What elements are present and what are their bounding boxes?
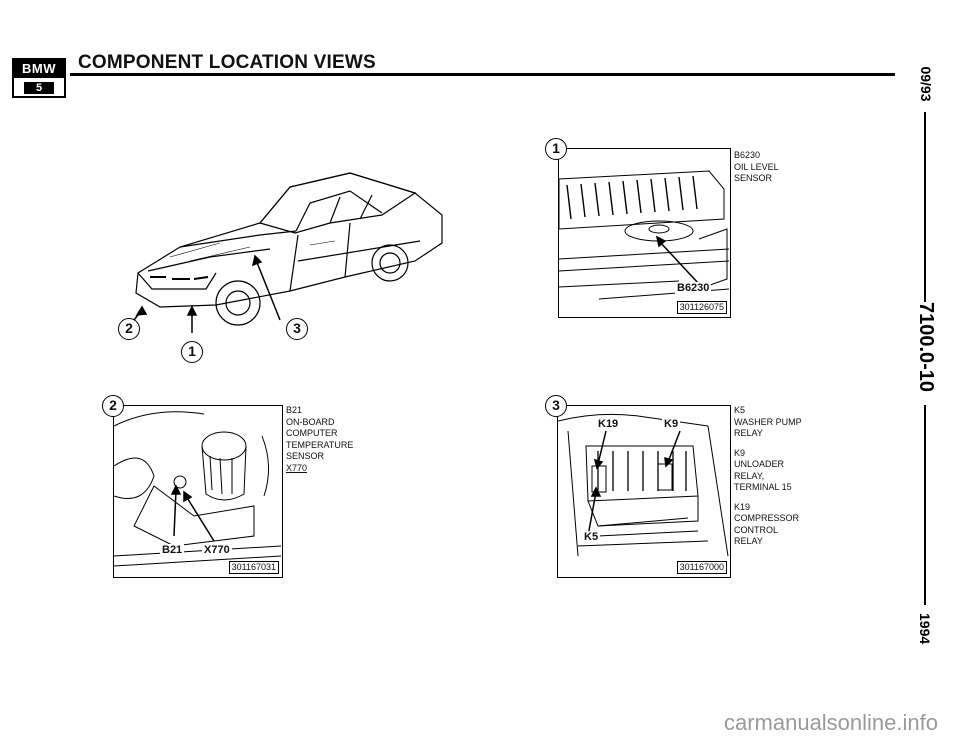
- page-title: COMPONENT LOCATION VIEWS: [78, 52, 376, 73]
- bmw-5-series-logo: BMW 5: [12, 58, 66, 98]
- panel-2-number: 2: [102, 395, 124, 417]
- panel-2-callout-x770: X770: [202, 544, 232, 556]
- panel-1-part-number: 301126075: [676, 301, 727, 314]
- desc-line: TERMINAL 15: [734, 482, 792, 492]
- desc-line: CONTROL: [734, 524, 779, 535]
- desc-line: B21: [286, 405, 303, 415]
- desc-line: SENSOR: [286, 451, 325, 461]
- panel-2-temperature-sensor: B21 X770 301167031: [113, 405, 283, 578]
- panel-2-illustration: [113, 411, 282, 567]
- logo-brand: BMW: [14, 60, 64, 78]
- panel-3-description: K5 WASHER PUMP RELAY K9 UNLOADER RELAY, …: [734, 405, 802, 548]
- desc-line: OIL LEVEL: [734, 161, 779, 172]
- car-overview-illustration: [129, 172, 443, 333]
- panel-3-callout-k9: K9: [662, 418, 681, 430]
- desc-line: WASHER PUMP: [734, 416, 802, 427]
- panel-2-description: B21 ON-BOARD COMPUTER TEMPERATURE SENSOR…: [286, 405, 353, 474]
- desc-line: K9: [734, 447, 746, 458]
- desc-gap: [734, 494, 802, 502]
- desc-line: ON-BOARD: [286, 416, 335, 427]
- overview-callout-1: 1: [181, 341, 203, 363]
- header-rule: [70, 73, 895, 76]
- desc-line: K5: [734, 405, 746, 415]
- panel-3-number: 3: [545, 395, 567, 417]
- desc-line: K19: [734, 501, 751, 512]
- side-doc-number: 7100.0-10: [915, 301, 937, 393]
- panel-1-oil-level-sensor: B6230 301126075: [558, 148, 731, 318]
- panel-2-part-number: 301167031: [228, 561, 279, 574]
- desc-line: B6230: [734, 150, 761, 160]
- panel-3-callout-k5: K5: [582, 531, 601, 543]
- panel-3-callout-k19: K19: [596, 418, 621, 430]
- panel-1-description: B6230 OIL LEVEL SENSOR: [734, 150, 779, 185]
- panel-3-relays: K19 K9 K5 301167000: [557, 405, 731, 578]
- desc-line: SENSOR: [734, 173, 773, 183]
- desc-line: RELAY: [734, 428, 763, 438]
- desc-line: COMPRESSOR: [734, 513, 800, 523]
- overview-callout-2: 2: [118, 318, 140, 340]
- panel-1-illustration: [558, 170, 730, 300]
- logo-series: 5: [24, 82, 54, 94]
- side-date: 09/93: [918, 66, 934, 102]
- panel-1-callout-b6230: B6230: [675, 282, 712, 294]
- side-rule-top: [924, 112, 926, 302]
- desc-line: TEMPERATURE: [286, 439, 354, 450]
- panel-1-number: 1: [545, 138, 567, 160]
- desc-line: COMPUTER: [286, 428, 338, 438]
- desc-line: UNLOADER: [734, 459, 785, 469]
- desc-line: X770: [286, 462, 308, 473]
- panel-3-illustration: [557, 413, 729, 557]
- panel-3-part-number: 301167000: [676, 561, 727, 574]
- desc-gap: [734, 440, 802, 448]
- desc-line: RELAY,: [734, 470, 765, 481]
- overview-callout-3: 3: [286, 318, 308, 340]
- desc-line: RELAY: [734, 536, 763, 546]
- side-rule-bottom: [924, 405, 926, 605]
- panel-2-callout-b21: B21: [160, 544, 185, 556]
- side-year: 1994: [917, 613, 933, 645]
- site-watermark: carmanualsonline.info: [723, 710, 938, 735]
